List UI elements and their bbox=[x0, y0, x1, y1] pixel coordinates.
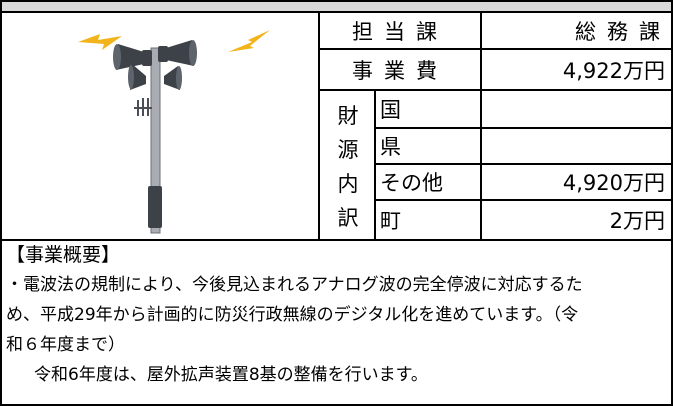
summary-line: 令和6年度は、屋外拡声装置8基の整備を行います。 bbox=[34, 365, 428, 385]
source-label-char: 源 bbox=[337, 138, 359, 162]
source-name: 町 bbox=[380, 209, 401, 233]
source-label-char: 内 bbox=[337, 172, 359, 196]
source-amount bbox=[482, 91, 671, 127]
lightning-right-icon bbox=[228, 30, 270, 52]
summary-heading: 【事業概要】 bbox=[6, 244, 121, 266]
loudspeaker-pole-illustration bbox=[78, 30, 270, 234]
header-bar bbox=[0, 0, 673, 13]
project-sheet bbox=[0, 11, 673, 406]
summary-line: め、平成29年から計画的に防災行政無線のデジタル化を進めています。（令 bbox=[6, 305, 579, 325]
speaker-right-icon bbox=[158, 40, 197, 66]
dept-value: 総務課 bbox=[575, 19, 671, 44]
control-box bbox=[148, 186, 162, 228]
cost-value: 4,922万円 bbox=[562, 58, 665, 83]
summary-line: 和６年度まで） bbox=[6, 335, 125, 355]
dept-label: 担当課 bbox=[352, 19, 448, 44]
lightning-left-icon bbox=[78, 34, 122, 50]
source-label-char: 財 bbox=[337, 104, 359, 128]
source-name: 国 bbox=[380, 98, 401, 122]
source-amount bbox=[482, 129, 671, 163]
source-label-char: 訳 bbox=[337, 206, 359, 230]
source-name: 県 bbox=[380, 135, 401, 159]
speaker-front-icon bbox=[128, 64, 182, 90]
antenna-icon bbox=[134, 98, 152, 116]
pole bbox=[150, 47, 161, 234]
summary-line: ・電波法の規制により、今後見込まれるアナログ波の完全停波に対応するた bbox=[6, 275, 583, 295]
speaker-left-icon bbox=[113, 44, 152, 70]
source-amount: 4,920万円 bbox=[562, 171, 665, 195]
source-amount: 2万円 bbox=[609, 209, 665, 233]
source-name: その他 bbox=[380, 171, 443, 195]
project-summary: 【事業概要】 ・電波法の規制により、今後見込まれるアナログ波の完全停波に対応する… bbox=[6, 240, 668, 390]
cost-label: 事業費 bbox=[352, 58, 448, 83]
